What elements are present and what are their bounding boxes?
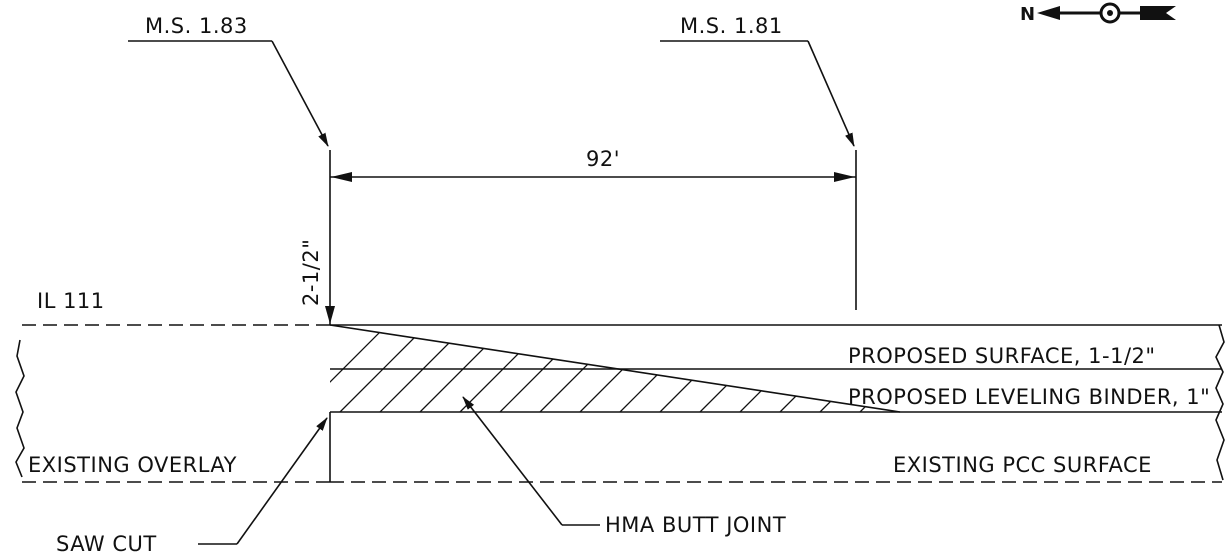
- existing-overlay-label: EXISTING OVERLAY: [28, 453, 237, 477]
- butt-joint-label: HMA BUTT JOINT: [605, 513, 786, 537]
- ms-183-label: M.S. 1.83: [145, 14, 248, 38]
- existing-pcc-label: EXISTING PCC SURFACE: [893, 453, 1152, 477]
- existing-overlay-section: [15, 324, 330, 483]
- ms-183-leader: M.S. 1.83: [128, 14, 329, 147]
- proposed-surface-label: PROPOSED SURFACE, 1-1/2": [848, 344, 1156, 368]
- depth-dimension-label: 2-1/2": [299, 239, 323, 306]
- pavement-layers: [330, 324, 1225, 483]
- ms-181-label: M.S. 1.81: [680, 14, 783, 38]
- saw-cut-leader: SAW CUT: [56, 417, 328, 556]
- ms-181-leader: M.S. 1.81: [660, 14, 855, 147]
- proposed-binder-label: PROPOSED LEVELING BINDER, 1": [848, 385, 1210, 409]
- butt-joint-leader: HMA BUTT JOINT: [462, 396, 786, 537]
- length-dimension-label: 92': [586, 147, 620, 171]
- north-arrow-icon: N: [1020, 2, 1176, 25]
- north-label: N: [1020, 4, 1036, 25]
- length-dimension: 92': [330, 147, 856, 182]
- saw-cut-label: SAW CUT: [56, 532, 157, 556]
- route-label: IL 111: [37, 289, 105, 313]
- depth-dimension: 2-1/2": [299, 239, 335, 324]
